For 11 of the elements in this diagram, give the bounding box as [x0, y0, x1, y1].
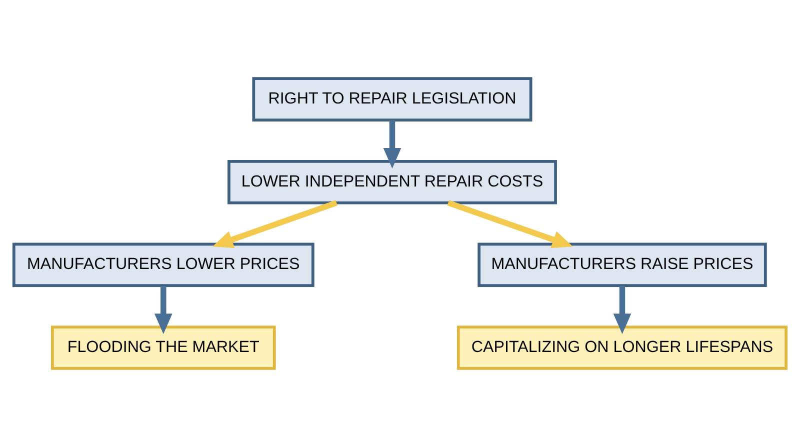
- node-box: MANUFACTURERS RAISE PRICES: [478, 242, 767, 288]
- node-box: RIGHT TO REPAIR LEGISLATION: [252, 77, 532, 122]
- node-box: CAPITALIZING ON LONGER LIFESPANS: [456, 326, 788, 370]
- arrow: [212, 200, 338, 248]
- node-box: MANUFACTURERS LOWER PRICES: [12, 242, 314, 288]
- node-box: FLOODING THE MARKET: [50, 326, 276, 370]
- arrow: [447, 200, 573, 248]
- arrow: [613, 286, 632, 334]
- node-box: LOWER INDEPENDENT REPAIR COSTS: [228, 160, 557, 204]
- arrow: [154, 286, 172, 334]
- arrow: [383, 120, 402, 168]
